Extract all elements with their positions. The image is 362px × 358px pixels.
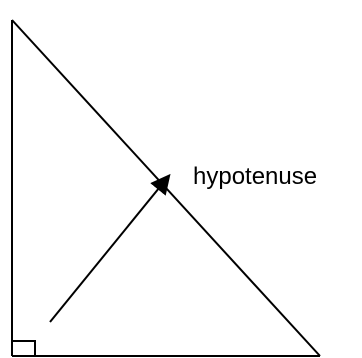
hypotenuse-label: hypotenuse — [193, 163, 317, 190]
pointer-arrow — [49, 173, 171, 323]
right-angle-marker — [12, 340, 36, 356]
